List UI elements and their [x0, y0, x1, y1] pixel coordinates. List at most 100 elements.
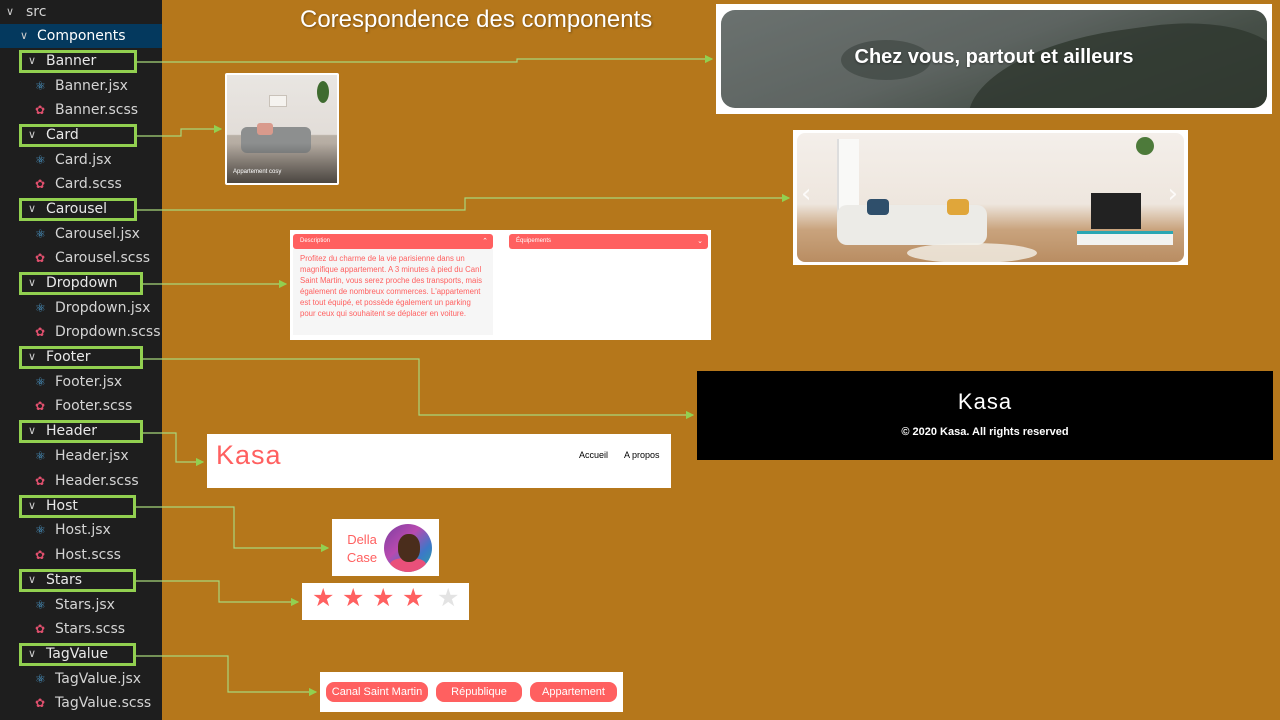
tag: Appartement — [530, 682, 617, 702]
chevron-down-icon: ∨ — [28, 128, 37, 141]
tree-file[interactable]: ⚛ Card.jsx — [0, 148, 162, 172]
tree-file[interactable]: ⚛ Carousel.jsx — [0, 222, 162, 246]
tree-file-label: Dropdown.jsx — [55, 300, 151, 316]
tree-file-label: Banner.scss — [55, 102, 139, 118]
sass-icon: ✿ — [35, 325, 46, 339]
tree-folder-banner[interactable]: ∨ Banner — [0, 49, 162, 73]
tree-file[interactable]: ✿ Card.scss — [0, 172, 162, 196]
tree-file-label: Banner.jsx — [55, 78, 128, 94]
tree-file-label: Host.scss — [55, 547, 121, 563]
tree-file[interactable]: ✿ Stars.scss — [0, 617, 162, 641]
highlight-banner — [19, 50, 137, 73]
banner-image: Chez vous, partout et ailleurs — [721, 10, 1267, 108]
tree-file[interactable]: ✿ Host.scss — [0, 543, 162, 567]
tree-file[interactable]: ✿ Carousel.scss — [0, 246, 162, 270]
tree-file[interactable]: ✿ Footer.scss — [0, 394, 162, 418]
dropdown-description: Description ⌃ Profitez du charme de la v… — [293, 234, 493, 335]
highlight-card — [19, 124, 137, 147]
chevron-down-icon: ∨ — [28, 202, 37, 215]
tree-folder-components[interactable]: ∨ Components — [0, 24, 162, 48]
star-icon: ★ — [402, 583, 425, 612]
tree-file[interactable]: ⚛ TagValue.jsx — [0, 667, 162, 691]
tree-folder-tagvalue[interactable]: ∨ TagValue — [0, 642, 162, 666]
star-icon: ★ — [437, 583, 460, 612]
card-preview[interactable]: Appartement cosy — [225, 73, 339, 185]
tree-folder-label: Banner — [46, 53, 97, 69]
tree-folder-dropdown[interactable]: ∨ Dropdown — [0, 271, 162, 295]
tree-folder-carousel[interactable]: ∨ Carousel — [0, 197, 162, 221]
chevron-down-icon: ∨ — [28, 499, 37, 512]
chevron-down-icon: ∨ — [28, 573, 37, 586]
tree-file[interactable]: ✿ Banner.scss — [0, 98, 162, 122]
tree-folder-label: Header — [46, 423, 97, 439]
tree-file[interactable]: ⚛ Footer.jsx — [0, 370, 162, 394]
highlight-stars — [19, 569, 136, 592]
tree-file-label: Card.scss — [55, 176, 122, 192]
tree-folder-host[interactable]: ∨ Host — [0, 494, 162, 518]
tree-folder-label: Components — [37, 28, 126, 44]
connector-footer — [143, 358, 695, 420]
tree-folder-src[interactable]: ∨ src — [0, 0, 162, 24]
chevron-down-icon: ∨ — [28, 424, 37, 437]
highlight-carousel — [19, 198, 137, 221]
chevron-down-icon: ∨ — [28, 647, 37, 660]
chevron-down-icon: ∨ — [20, 29, 29, 42]
nav-link-a-propos[interactable]: A propos — [624, 450, 660, 460]
tree-file[interactable]: ✿ Header.scss — [0, 469, 162, 493]
tree-folder-card[interactable]: ∨ Card — [0, 123, 162, 147]
dropdown-header[interactable]: Description ⌃ — [293, 234, 493, 249]
file-explorer: ∨ src ∨ Components ∨ Banner ⚛ Banner.jsx… — [0, 0, 162, 720]
tree-folder-label: Stars — [46, 572, 83, 588]
connector-tagvalue — [136, 655, 318, 697]
tags-preview: Canal Saint Martin République Appartemen… — [320, 672, 623, 712]
tree-folder-label: Card — [46, 127, 79, 143]
highlight-header — [19, 420, 143, 443]
tree-folder-label: Footer — [46, 349, 91, 365]
tree-folder-header[interactable]: ∨ Header — [0, 419, 162, 443]
dropdown-title: Description — [300, 238, 331, 244]
host-preview: Della Case — [332, 519, 439, 576]
header-preview: Kasa Accueil A propos — [207, 434, 671, 488]
tree-file[interactable]: ⚛ Header.jsx — [0, 444, 162, 468]
tree-folder-label: TagValue — [46, 646, 109, 662]
chevron-right-icon[interactable]: › — [1167, 179, 1178, 209]
carousel-preview: ‹ › — [793, 130, 1188, 265]
dropdown-equipment: Équipements ⌄ — [509, 234, 708, 249]
sass-icon: ✿ — [35, 251, 46, 265]
dropdown-content: Profitez du charme de la vie parisienne … — [293, 249, 493, 335]
tree-folder-footer[interactable]: ∨ Footer — [0, 345, 162, 369]
card-title: Appartement cosy — [233, 169, 282, 175]
avatar — [384, 524, 432, 572]
tree-file[interactable]: ⚛ Banner.jsx — [0, 74, 162, 98]
tree-file[interactable]: ⚛ Host.jsx — [0, 518, 162, 542]
tree-file[interactable]: ✿ Dropdown.scss — [0, 320, 162, 344]
header-logo[interactable]: Kasa — [216, 440, 282, 470]
dropdown-title: Équipements — [516, 238, 552, 244]
tag: République — [436, 682, 522, 702]
react-icon: ⚛ — [35, 598, 46, 612]
react-icon: ⚛ — [35, 79, 46, 93]
tree-file-label: Footer.scss — [55, 398, 133, 414]
chevron-left-icon[interactable]: ‹ — [801, 179, 812, 209]
tree-file[interactable]: ⚛ Dropdown.jsx — [0, 296, 162, 320]
tree-file-label: Carousel.jsx — [55, 226, 140, 242]
card-image-pillow — [257, 123, 273, 135]
footer-preview: Kasa © 2020 Kasa. All rights reserved — [697, 371, 1273, 460]
react-icon: ⚛ — [35, 153, 46, 167]
tree-file-label: Stars.jsx — [55, 597, 115, 613]
chevron-down-icon: ∨ — [28, 54, 37, 67]
tree-file-label: Header.jsx — [55, 448, 129, 464]
carousel-image: ‹ › — [797, 133, 1184, 262]
tree-folder-stars[interactable]: ∨ Stars — [0, 568, 162, 592]
tree-file[interactable]: ✿ TagValue.scss — [0, 691, 162, 715]
nav-link-accueil[interactable]: Accueil — [579, 450, 609, 460]
react-icon: ⚛ — [35, 523, 46, 537]
footer-copyright: © 2020 Kasa. All rights reserved — [901, 426, 1069, 438]
tree-file-label: Card.jsx — [55, 152, 112, 168]
sass-icon: ✿ — [35, 103, 46, 117]
highlight-host — [19, 495, 136, 518]
dropdown-header[interactable]: Équipements ⌄ — [509, 234, 708, 249]
tag: Canal Saint Martin — [326, 682, 428, 702]
tree-file[interactable]: ⚛ Stars.jsx — [0, 593, 162, 617]
star-icon: ★ — [342, 583, 365, 612]
